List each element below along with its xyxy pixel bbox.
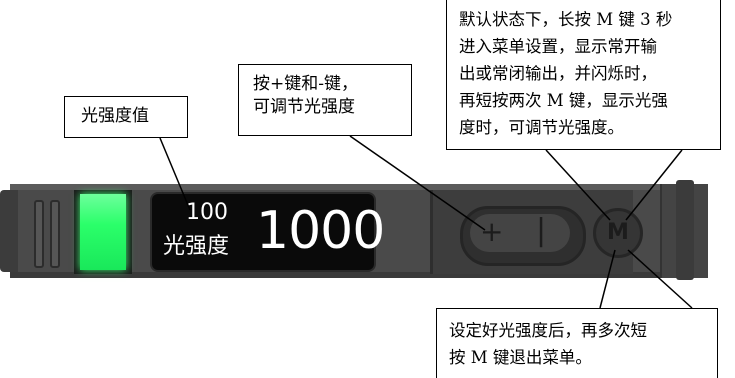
callout-adjust: 按+键和-键， 可调节光强度 xyxy=(238,64,412,136)
leader-line-rocker xyxy=(349,135,486,231)
callout-menu-line5: 度时，可调节光强度。 xyxy=(459,118,624,137)
callout-exit-line1: 设定好光强度后，再多次短 xyxy=(449,321,647,340)
green-indicator-led xyxy=(80,194,126,270)
callout-adjust-line1: 按+键和-键， xyxy=(253,74,358,94)
right-mounting-tab xyxy=(676,180,694,280)
mode-button[interactable] xyxy=(593,208,643,258)
leader-line-menu-right xyxy=(625,149,683,221)
callout-light-value: 光强度值 xyxy=(64,96,188,138)
callout-exit-line2: 按 M 键退出菜单。 xyxy=(449,348,592,367)
callout-light-value-text: 光强度值 xyxy=(81,106,149,126)
display-label: 光强度 xyxy=(163,234,230,259)
plus-icon[interactable]: + xyxy=(480,215,504,248)
leader-line-exit-right xyxy=(627,249,693,309)
leader-line-exit-left xyxy=(599,249,616,309)
callout-exit: 设定好光强度后，再多次短 按 M 键退出菜单。 xyxy=(436,308,718,378)
display-threshold-value: 100 xyxy=(186,200,228,225)
callout-menu-line3: 出或常闭输出，并闪烁时， xyxy=(459,64,657,83)
grip-ridge xyxy=(50,200,60,268)
leader-line-menu-left xyxy=(545,149,611,221)
callout-menu: 默认状态下，长按 M 键 3 秒 进入菜单设置，显示常开输 出或常闭输出，并闪烁… xyxy=(446,0,721,150)
minus-icon[interactable]: | xyxy=(536,213,547,248)
leader-line-light-value xyxy=(159,137,191,211)
left-end-cap xyxy=(0,190,18,272)
body-bottom-shadow xyxy=(10,272,706,278)
mode-button-label: M xyxy=(607,220,629,245)
callout-menu-line4: 再短按两次 M 键，显示光强 xyxy=(459,91,668,110)
rocker-button-face xyxy=(470,214,570,252)
callout-menu-line1: 默认状态下，长按 M 键 3 秒 xyxy=(459,10,673,29)
callout-adjust-line2: 可调节光强度 xyxy=(253,97,355,117)
callout-menu-line2: 进入菜单设置，显示常开输 xyxy=(459,37,657,56)
display-light-intensity-value: 1000 xyxy=(256,201,385,261)
body-top-highlight xyxy=(10,184,706,190)
grip-ridge xyxy=(34,200,44,268)
